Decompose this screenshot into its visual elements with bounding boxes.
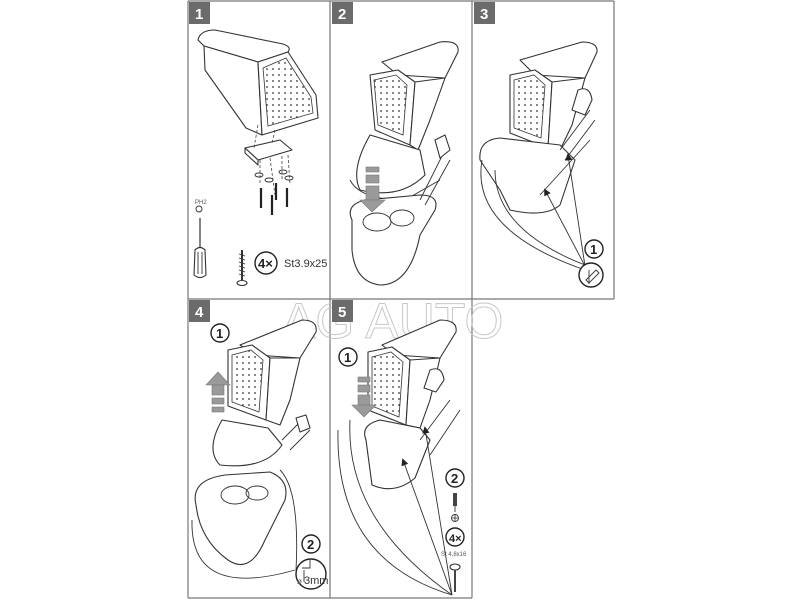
step-5-panel: 5 1 2 4×	[332, 300, 467, 596]
step-number-badge	[332, 2, 353, 24]
callout-circle	[445, 468, 465, 488]
down-arrow-icon	[351, 376, 377, 418]
panel-grid	[187, 0, 615, 599]
armrest-illustration	[349, 41, 459, 286]
step-number: 2	[338, 6, 346, 23]
step-2-panel: 2	[332, 2, 459, 286]
screw-icon	[236, 250, 248, 287]
step-4-panel: 4 1 2 ø 3mm	[189, 300, 328, 590]
quantity-label: 4×	[449, 533, 462, 545]
callout-circle	[301, 534, 321, 554]
armrest-illustration	[191, 319, 317, 579]
quantity-circle	[254, 251, 278, 275]
quantity-circle	[445, 527, 465, 547]
step-number: 4	[195, 304, 204, 321]
quantity-label: 4×	[258, 256, 273, 271]
step-number-badge	[189, 2, 210, 24]
mounting-bracket	[244, 124, 293, 166]
screw-icon	[449, 563, 461, 592]
callout-circle	[584, 239, 604, 259]
armrest-illustration	[197, 29, 319, 136]
callout-number: 2	[451, 471, 458, 486]
diameter-symbol: ø	[297, 577, 302, 586]
step-number-badge	[474, 2, 495, 24]
step-3-panel: 3 1	[474, 2, 604, 288]
callout-circle	[338, 347, 358, 367]
tool-label: PH2	[195, 200, 207, 206]
callout-number: 1	[590, 242, 597, 257]
armrest-illustration	[479, 41, 598, 271]
screws	[254, 154, 294, 215]
step-number: 5	[338, 304, 346, 321]
step-number-badge	[189, 300, 210, 322]
screw-spec: St3.9x25	[284, 258, 327, 270]
drill-size: 3mm	[304, 575, 328, 587]
down-arrow-icon	[359, 166, 386, 213]
clip-icon	[585, 269, 600, 284]
step-number: 3	[480, 6, 488, 23]
drill-detail-circle	[295, 558, 327, 590]
step-number: 1	[195, 6, 203, 23]
step-1-panel: 1 PH2	[189, 2, 327, 287]
armrest-illustration	[337, 319, 461, 596]
screwdriver-icon	[193, 205, 207, 279]
callout-number: 1	[344, 350, 351, 365]
screw-spec: St 4,8x16	[441, 552, 467, 558]
callout-number: 1	[216, 326, 223, 341]
up-arrow-icon	[205, 371, 231, 413]
drill-icon	[302, 560, 311, 582]
screwdriver-bit-icon	[451, 493, 459, 522]
callout-circle	[210, 323, 230, 343]
step-number-badge	[332, 300, 353, 322]
callout-number: 2	[307, 537, 314, 552]
